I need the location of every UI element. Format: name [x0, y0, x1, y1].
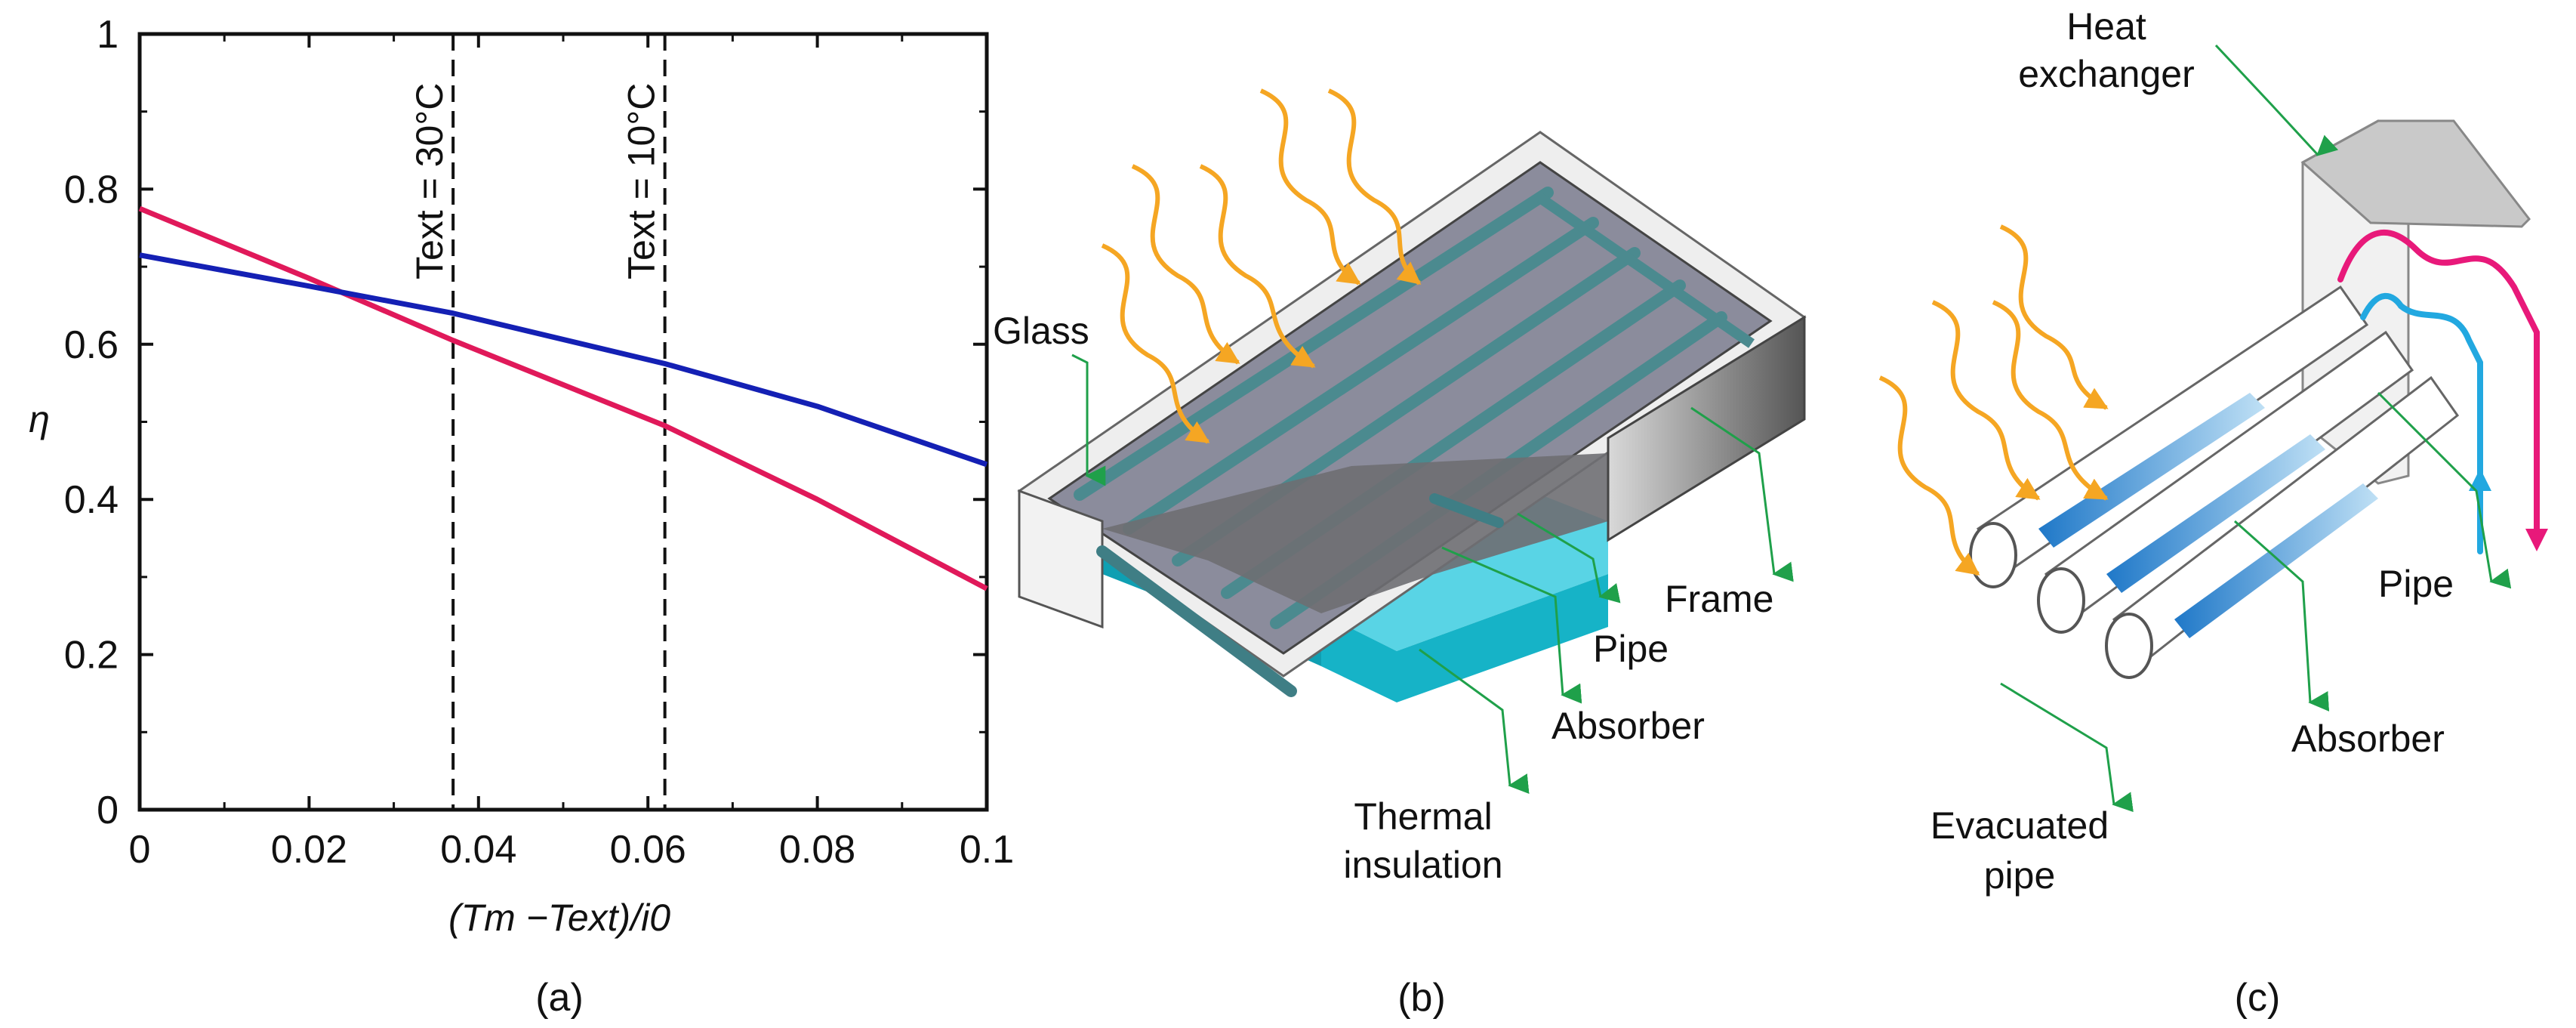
cold-water-pipe [2360, 292, 2483, 554]
panel-c-caption: (c) [2235, 976, 2281, 1020]
label-absorber-c: Absorber [2291, 718, 2445, 760]
x-tick-label: 0.02 [271, 828, 347, 872]
x-axis-label: (Tm −Text)/i0 [448, 897, 670, 939]
evacuated-tube-2 [2037, 330, 2414, 634]
label-heat-exchanger-2: exchanger [2018, 53, 2195, 95]
label-heat-exchanger-1: Heat [2066, 5, 2146, 48]
x-tick-label: 0.1 [960, 828, 1014, 872]
label-absorber-b: Absorber [1551, 705, 1705, 747]
chart-reference-lines: Text = 30°C Text = 10°C [408, 34, 667, 810]
heat-exchanger-top [2300, 119, 2531, 228]
y-tick-label: 0.6 [64, 323, 119, 367]
reference-line-label: Text = 30°C [408, 83, 451, 279]
y-tick-label: 0.4 [64, 478, 119, 522]
frame-side-right [1607, 315, 1806, 542]
hot-water-arrow [2525, 529, 2548, 551]
collector-header-pipe [1537, 193, 1755, 348]
evacuated-tubes [1969, 285, 2460, 679]
label-glass: Glass [993, 310, 1089, 352]
thermal-insulation-front [1321, 574, 1608, 702]
evacuated-tube-3 [2105, 375, 2460, 679]
collector-inlet-pipe [1429, 493, 1504, 528]
y-axis-label: η [29, 398, 50, 440]
label-insulation-2: insulation [1343, 844, 1502, 886]
x-tick-label: 0 [129, 828, 151, 872]
y-tick-label: 0.8 [64, 168, 119, 211]
label-frame: Frame [1665, 578, 1773, 620]
label-pipe-b: Pipe [1593, 628, 1669, 670]
chart-ticks: 0 0.02 0.04 0.06 0.08 0.1 0 0.2 0.4 0.6 0.8 1 [64, 13, 1014, 872]
y-tick-label: 0.2 [64, 634, 119, 678]
reference-line-label: Text = 10°C [621, 83, 663, 279]
x-tick-label: 0.04 [440, 828, 516, 872]
series-line-1 [138, 205, 988, 591]
leader-lines-c [2000, 44, 2512, 813]
panel-a-chart: 0 0.02 0.04 0.06 0.08 0.1 0 0.2 0.4 0.6 0.8 1 Text … [29, 13, 1014, 1020]
panel-b-caption: (b) [1397, 976, 1446, 1020]
label-insulation-1: Thermal [1354, 795, 1492, 838]
frame-side-left [1018, 489, 1104, 629]
evacuated-tube-1 [1969, 285, 2369, 588]
y-tick-label: 1 [97, 13, 119, 57]
collector-outlet-pipe [1096, 545, 1297, 697]
panel-b-flat-plate-collector: Glass Frame Pipe Absorber Thermal insula… [993, 88, 1807, 1020]
sun-rays-c [1878, 224, 2109, 576]
chart-series [138, 205, 988, 591]
sun-rays-b [1101, 88, 1422, 444]
x-tick-label: 0.06 [610, 828, 686, 872]
label-pipe-c: Pipe [2378, 563, 2454, 605]
label-evacuated-2: pipe [1984, 854, 2056, 897]
absorber-plate [1102, 453, 1608, 613]
cold-water-arrow [2469, 468, 2491, 491]
panel-a-caption: (a) [535, 976, 584, 1020]
y-tick-label: 0 [97, 789, 119, 832]
series-line-2 [139, 252, 988, 468]
hot-water-pipe [2337, 229, 2540, 532]
x-tick-label: 0.08 [779, 828, 855, 872]
panel-c-evacuated-tube-collector: Heat exchanger Pipe Absorber Evacuated p… [1878, 5, 2548, 1020]
label-evacuated-1: Evacuated [1930, 804, 2109, 847]
leader-lines-b [1071, 353, 1794, 795]
